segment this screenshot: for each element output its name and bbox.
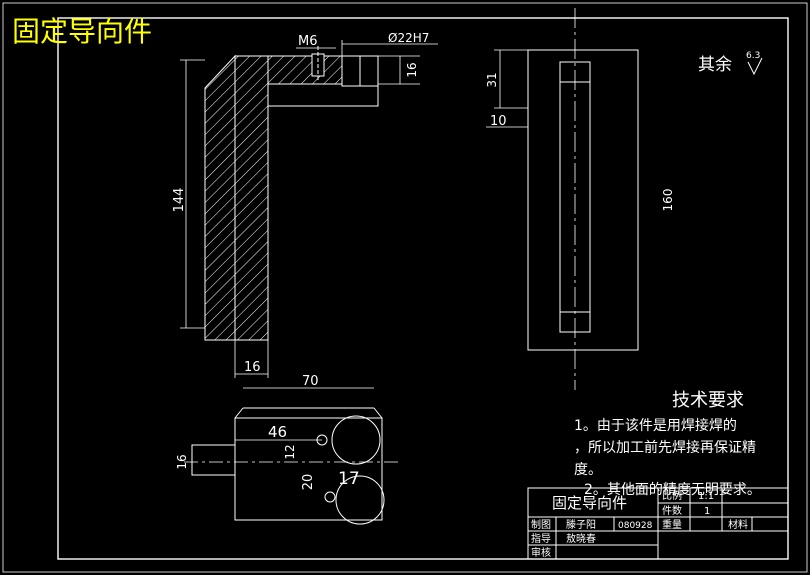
bottom-chamfer-right	[373, 407, 383, 419]
section-vertical-hatch	[204, 54, 236, 341]
dim-70: 70	[302, 374, 319, 389]
dim-12: 12	[283, 444, 297, 459]
tech-requirements: 技术要求 1。由于该件是用焊接焊的 ，所以加工前先焊接再保证精 度。 2。其他面…	[574, 390, 761, 498]
arm-lower-edge	[267, 84, 379, 107]
tb-ratio-value: 1:1	[698, 491, 714, 502]
tb-material-label: 材料	[728, 518, 748, 531]
section-view: 144 16 M6 Ø22H7 16	[172, 31, 438, 378]
roughness-value: 6.3	[746, 51, 760, 61]
dim-144: 144	[172, 188, 187, 213]
tech-line-1: 1。由于该件是用焊接焊的	[574, 417, 737, 434]
tech-line-4: 2。其他面的精度无明要求。	[584, 482, 761, 498]
bottom-body	[234, 417, 383, 521]
section-vertical-hatch-right	[234, 55, 269, 341]
tb-guide-label: 指导	[531, 532, 551, 545]
tb-drawn-label: 制图	[531, 518, 551, 531]
small-hole-lower	[324, 491, 336, 503]
tb-guide-name: 敖晓春	[566, 532, 596, 545]
dim-10: 10	[490, 114, 507, 129]
dim-31: 31	[485, 72, 499, 87]
tech-line-3: 度。	[574, 462, 602, 478]
tb-review-label: 审核	[531, 546, 551, 559]
bottom-boss	[191, 444, 236, 476]
bottom-view: 70 46 12 16 20 17	[175, 374, 400, 525]
side-body	[527, 49, 639, 351]
roughness-symbol	[747, 57, 763, 76]
dim-16-boss: 16	[175, 454, 189, 469]
dim-160: 160	[661, 189, 675, 212]
bore-circle-lower	[335, 475, 385, 525]
dim-17: 17	[338, 469, 360, 489]
page-title: 固定导向件	[12, 15, 152, 48]
dim-16-bottom: 16	[244, 360, 261, 375]
tech-line-2: ，所以加工前先焊接再保证精	[574, 439, 756, 456]
side-view: 31 10 160 其余 6.3	[485, 49, 763, 351]
bore-circle-upper	[331, 415, 381, 465]
tb-count-value: 1	[704, 506, 710, 517]
tb-ratio-label: 比例	[662, 489, 682, 502]
roughness-label: 其余	[698, 55, 732, 75]
dim-bore: Ø22H7	[388, 31, 429, 45]
tech-heading: 技术要求	[672, 390, 744, 411]
dim-m6: M6	[298, 34, 318, 49]
section-arm-hatch	[267, 55, 343, 85]
side-slot	[559, 61, 591, 333]
tb-weight-label: 重量	[662, 518, 682, 531]
sheet-border	[57, 17, 789, 560]
dim-46: 46	[268, 423, 287, 441]
tb-name: 固定导向件	[552, 494, 627, 512]
dim-16-flange: 16	[405, 62, 419, 77]
title-block	[527, 487, 789, 560]
tb-drawn-id: 080928	[618, 521, 653, 531]
bottom-chamfer-left	[234, 407, 244, 419]
tb-count-label: 件数	[662, 504, 682, 517]
tb-drawn-name: 滕子阳	[566, 518, 596, 531]
dim-20: 20	[301, 474, 316, 491]
